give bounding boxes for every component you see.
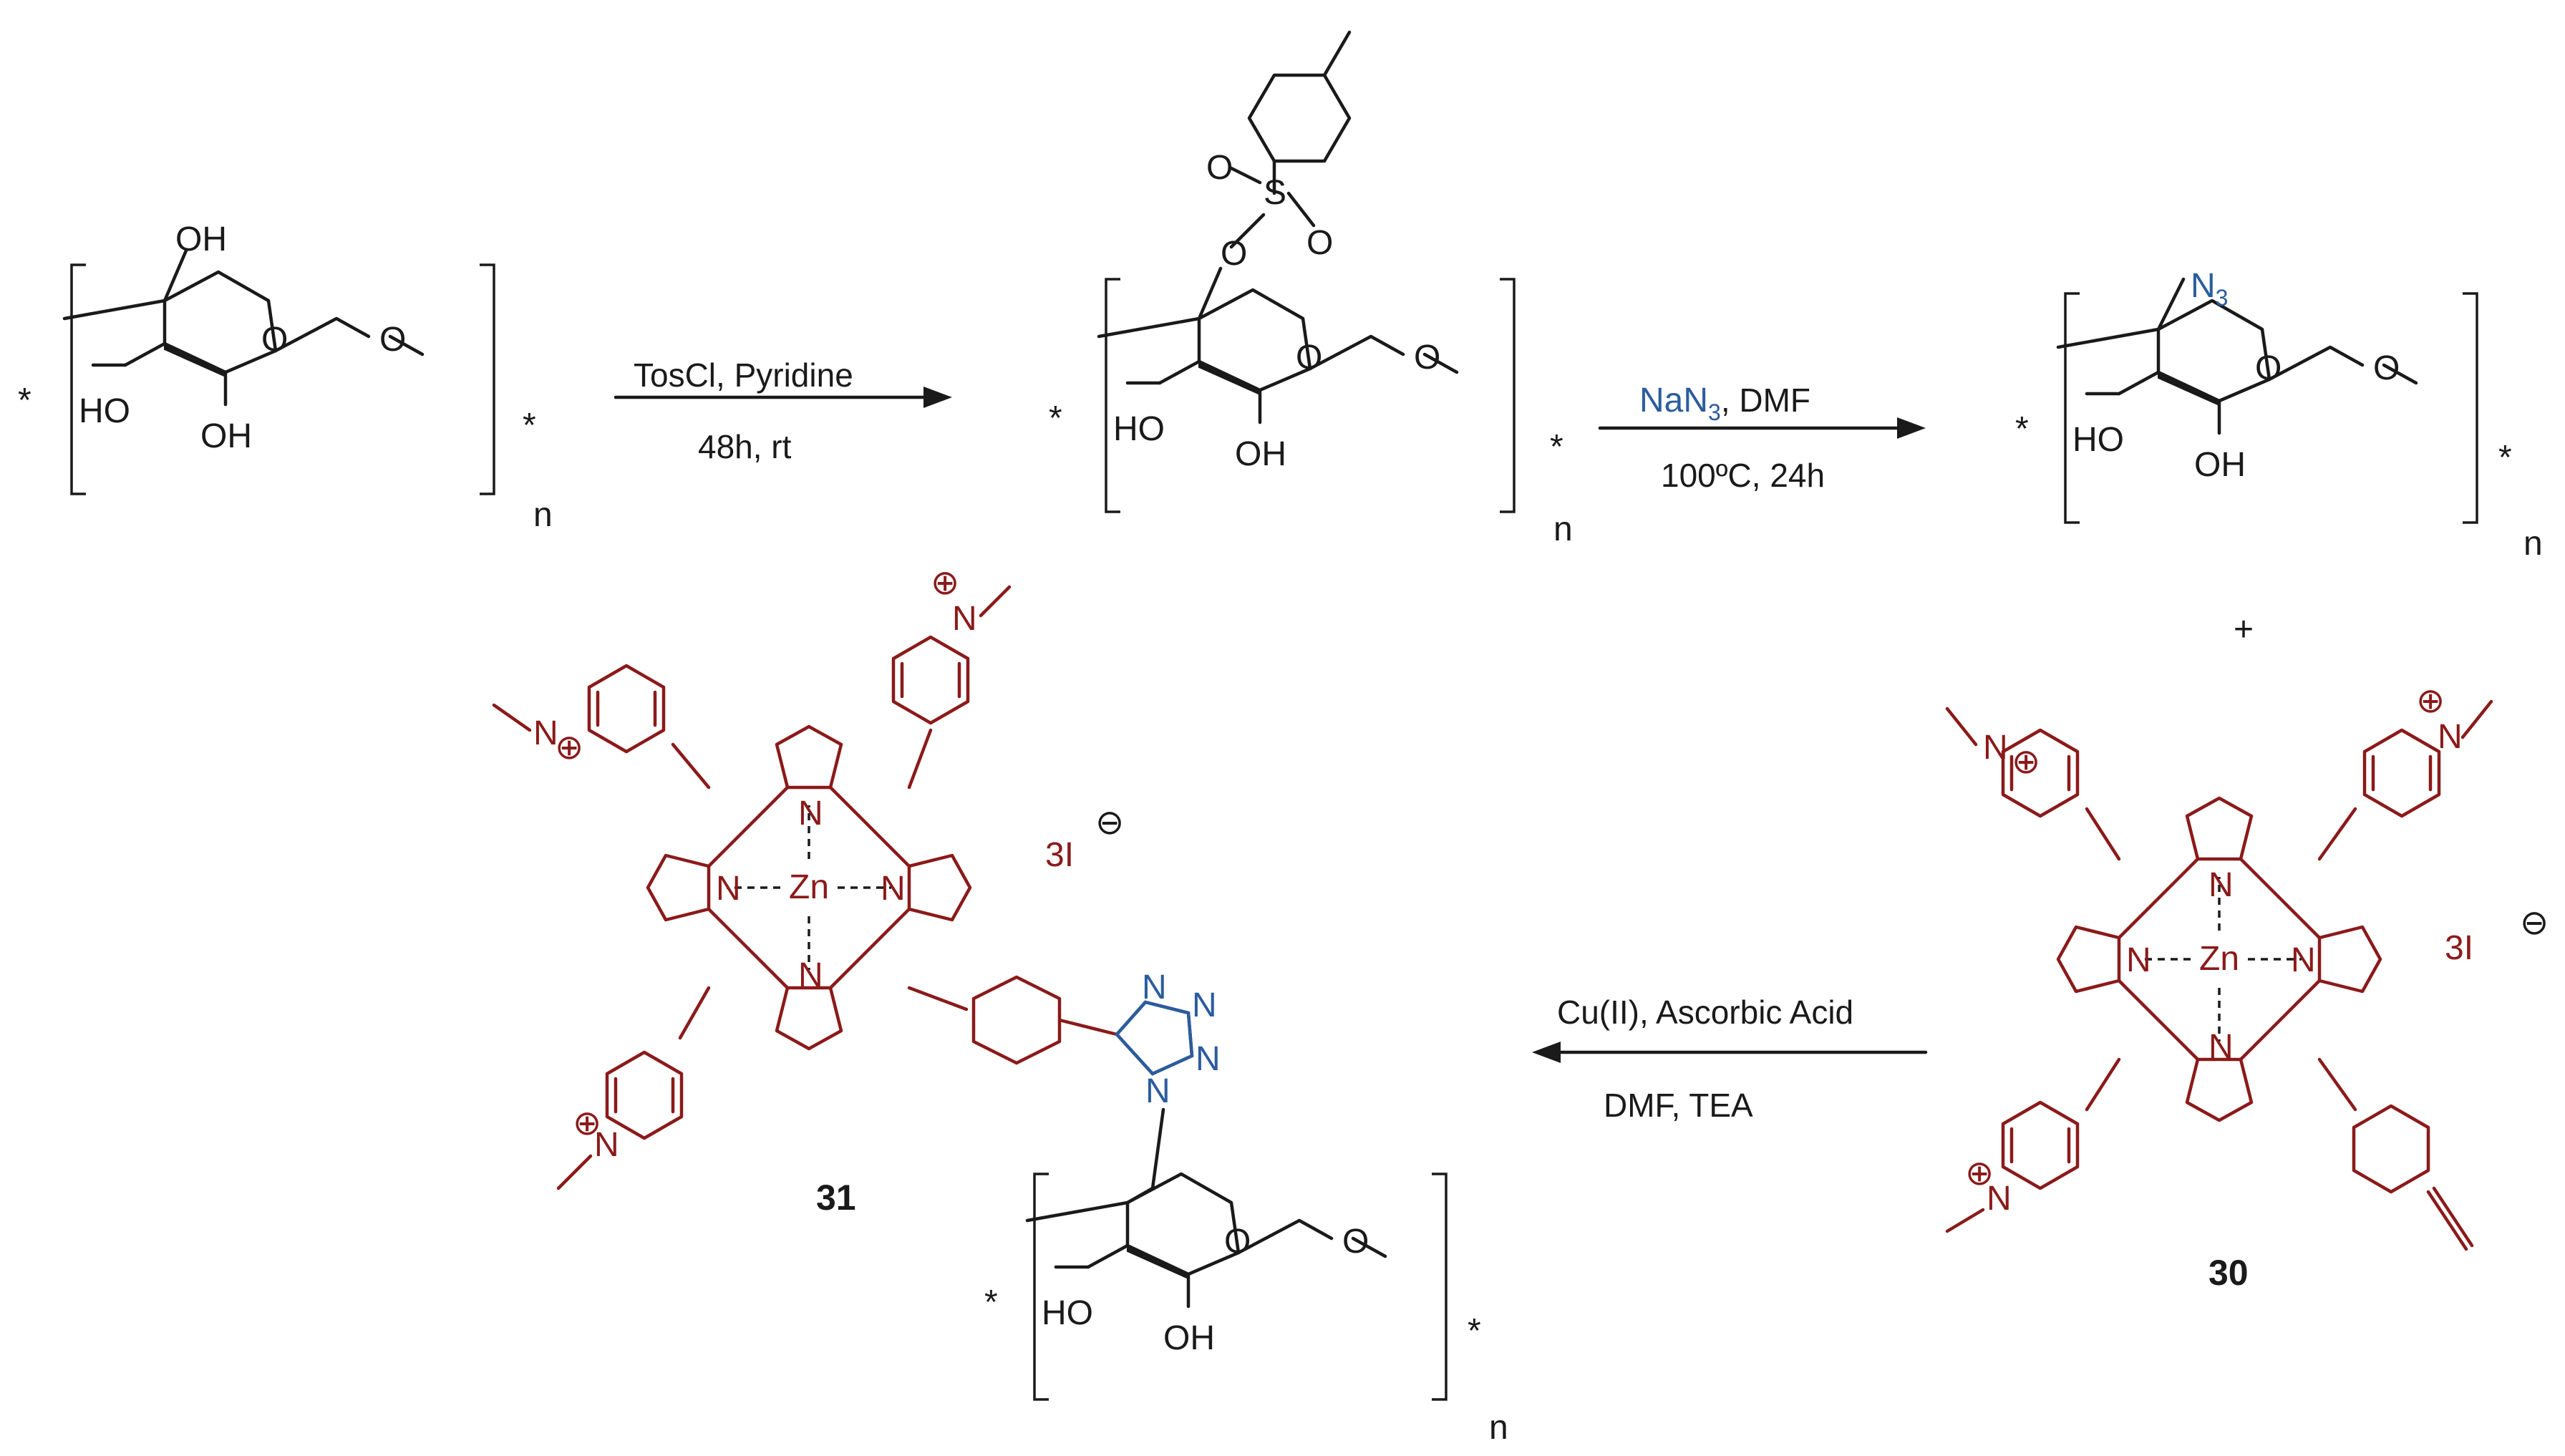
nitrogen-label: N (2208, 1028, 2234, 1066)
star-label: * (1468, 1312, 1481, 1350)
ester-o-label: O (1221, 235, 1247, 273)
zinc-porphyrin-30: Zn N N N N N ⊕ N ⊕ N ⊕ 3I ⊖ 30 (1945, 682, 2549, 1293)
azide-reagent: NaN (1639, 382, 1708, 419)
glycosidic-o-label: O (1414, 339, 1440, 377)
reagents-text: TosCl, Pyridine (634, 356, 853, 394)
nitrogen-label: N (881, 870, 906, 908)
compound-31-label: 31 (816, 1178, 856, 1218)
solvent-text: , DMF (1721, 382, 1810, 419)
counterion-label: 3I (2445, 929, 2473, 967)
azido-cellulose: N3 HO OH O O * * n (2015, 267, 2543, 563)
oh-label: OH (1163, 1319, 1215, 1357)
ho-label: HO (79, 392, 130, 430)
pyridinium-n-label: N (2438, 718, 2463, 756)
reaction-arrow-1: TosCl, Pyridine 48h, rt (614, 356, 952, 465)
oh-label: OH (175, 220, 227, 258)
plus-charge: ⊕ (555, 729, 583, 767)
pyridinium-n-label: N (1987, 1180, 2012, 1218)
sulfonyl-o-label: O (1306, 224, 1333, 262)
nitrogen-label: N (798, 956, 823, 994)
conditions-text: 100ºC, 24h (1661, 457, 1825, 494)
star-label: * (2015, 410, 2029, 448)
nitrogen-label: N (2291, 941, 2316, 979)
star-label: * (18, 382, 31, 419)
repeat-n-label: n (1553, 510, 1573, 548)
azide-sub: 3 (2216, 285, 2229, 311)
repeat-n-label: n (533, 496, 553, 534)
nitrogen-label: N (2126, 941, 2151, 979)
oh-label: OH (1235, 435, 1286, 473)
sulfonyl-o-label: O (1206, 149, 1233, 187)
glycosidic-o-label: O (2373, 349, 2400, 387)
counterion-charge: ⊖ (1095, 804, 1124, 842)
repeat-n-label: n (2523, 525, 2543, 563)
oh-label: OH (200, 417, 252, 455)
star-label: * (1550, 428, 1563, 466)
reagents-text: NaN3, DMF (1639, 382, 1810, 425)
ho-label: HO (1113, 410, 1165, 448)
compound-30-label: 30 (2208, 1253, 2249, 1293)
plus-charge: ⊕ (573, 1105, 601, 1142)
triazole-n-label: N (1192, 986, 1217, 1024)
plus-charge: ⊕ (2416, 682, 2445, 720)
repeat-n-label: n (1489, 1409, 1508, 1447)
counterion-label: 3I (1045, 836, 1074, 874)
ho-label: HO (2072, 421, 2124, 459)
glycosidic-o-label: O (379, 321, 406, 359)
sulfur-label: S (1264, 174, 1286, 212)
azide-label: N3 (2191, 267, 2228, 311)
plus-sign: + (2234, 611, 2254, 649)
oh-label: OH (2194, 446, 2246, 484)
pyridinium-n-label: N (1983, 729, 2008, 767)
nitrogen-label: N (716, 870, 741, 908)
star-label: * (1049, 399, 1062, 437)
nitrogen-label: N (798, 795, 823, 833)
reaction-arrow-3: Cu(II), Ascorbic Acid DMF, TEA (1532, 994, 1928, 1124)
zinc-label: Zn (789, 868, 829, 906)
ring-o-label: O (1224, 1223, 1251, 1261)
triazole-n-label: N (1145, 1072, 1170, 1110)
ring-o-label: O (2255, 349, 2282, 387)
ring-o-label: O (1296, 339, 1322, 377)
plus-charge: ⊕ (2012, 743, 2040, 781)
counterion-charge: ⊖ (2520, 904, 2549, 942)
star-label: * (984, 1283, 998, 1321)
pyridinium-n-label: N (952, 600, 977, 638)
plus-charge: ⊕ (931, 564, 959, 602)
nitrogen-label: N (2208, 866, 2234, 904)
azide-subscript: 3 (1708, 399, 1721, 425)
star-label: * (2498, 439, 2512, 477)
star-label: * (523, 407, 536, 445)
zinc-label: Zn (2199, 940, 2239, 978)
cellulose-start: OH HO OH O O * * n (18, 220, 553, 534)
glycosidic-o-label: O (1342, 1223, 1369, 1261)
tosyl-cellulose: O S O O HO OH O O * * n (1049, 30, 1573, 548)
ring-o-label: O (261, 321, 288, 359)
porphyrin-cellulose-31: Zn N N N N N ⊕ N ⊕ N ⊕ N N N N 3I ⊖ 31 (492, 564, 1221, 1218)
triazole-n-label: N (1142, 969, 1167, 1006)
triazole-n-label: N (1196, 1040, 1221, 1078)
pyridinium-n-label: N (533, 714, 558, 752)
conditions-text: 48h, rt (698, 428, 792, 465)
reagents-text: Cu(II), Ascorbic Acid (1557, 994, 1853, 1031)
ho-label: HO (1042, 1294, 1093, 1332)
azide-n: N (2191, 267, 2216, 305)
pyridinium-n-label: N (594, 1126, 619, 1164)
reaction-arrow-2: NaN3, DMF 100ºC, 24h (1598, 382, 1926, 494)
plus-charge: ⊕ (1965, 1155, 1994, 1193)
conditions-text: DMF, TEA (1604, 1087, 1753, 1124)
cellulose-product: HO OH O O * * n (984, 1174, 1508, 1447)
